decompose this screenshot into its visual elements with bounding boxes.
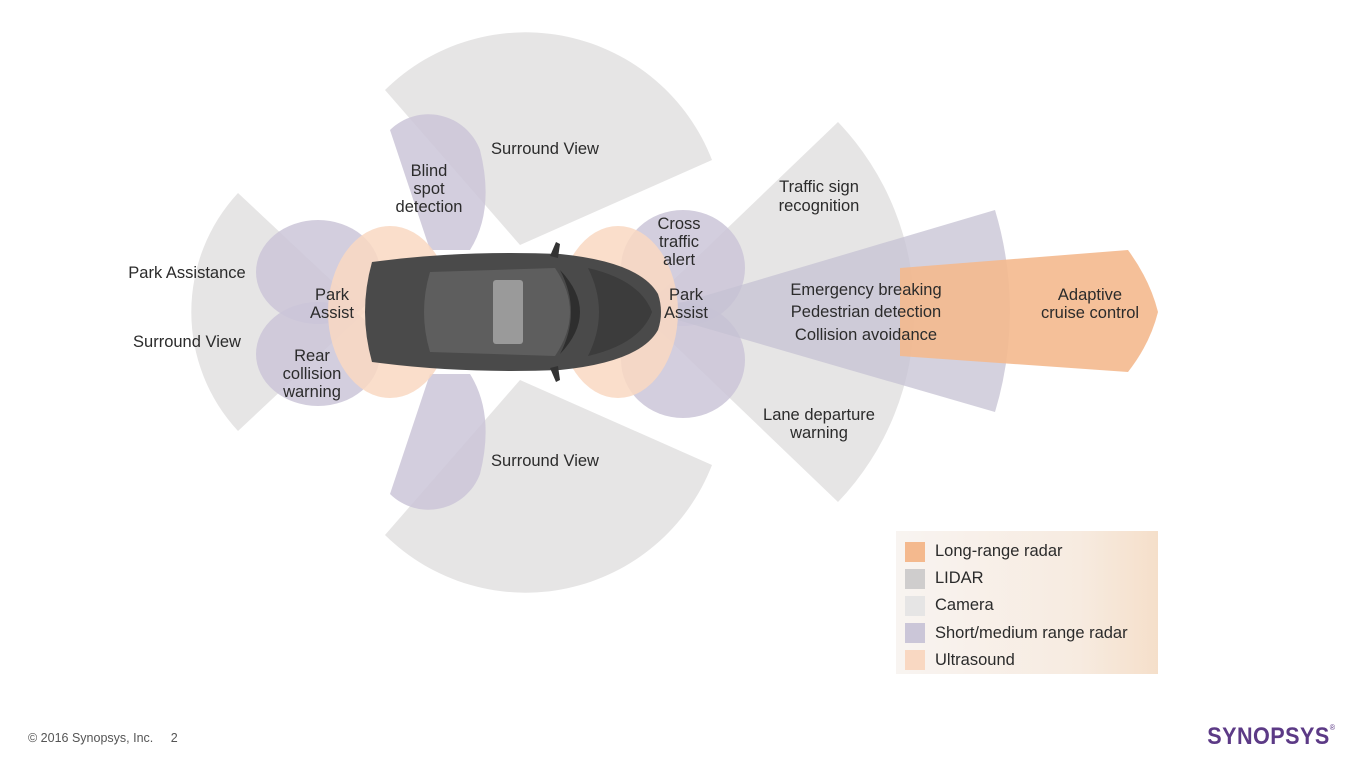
car-top-view (365, 242, 661, 382)
legend-swatch-long-range-radar (905, 541, 925, 562)
camera-zone-surround-top (385, 32, 712, 245)
label-rear-collision-line3: warning (282, 383, 341, 401)
radar-zone-blind-spot-bottom (390, 374, 486, 510)
radar-zone-blind-spot-top (390, 114, 486, 251)
label-adaptive-cruise-line1: Adaptive (1058, 286, 1122, 304)
camera-zone-surround-bottom (385, 380, 712, 593)
label-park-assist-rear-line2: Assist (310, 304, 354, 322)
label-traffic-sign-line2: recognition (779, 197, 860, 215)
label-surround-view-bottom: Surround View (491, 452, 599, 470)
legend-item: Short/medium range radar (905, 620, 1158, 647)
label-park-assistance: Park Assistance (128, 264, 245, 282)
copyright-text: © 2016 Synopsys, Inc. (28, 731, 154, 745)
registered-mark: ® (1329, 723, 1335, 732)
legend-label: Ultrasound (935, 650, 1015, 669)
car-mirror-top (550, 242, 560, 258)
label-lane-departure-line2: warning (789, 424, 848, 442)
logo-text: SYNOPSYS (1206, 723, 1330, 750)
legend-item: Ultrasound (905, 647, 1158, 674)
legend-label: Short/medium range radar (935, 623, 1128, 642)
label-park-assist-rear-line1: Park (315, 286, 350, 304)
legend-swatch-ultrasound (905, 650, 925, 671)
legend-item: Camera (905, 592, 1158, 619)
label-blind-spot-line1: Blind (411, 162, 448, 180)
label-surround-view-top: Surround View (491, 140, 599, 158)
label-collision-avoidance: Collision avoidance (795, 326, 937, 344)
legend-label: Long-range radar (935, 542, 1063, 561)
car-sunroof (493, 280, 523, 344)
label-emergency-braking: Emergency breaking (790, 281, 941, 299)
synopsys-logo: SYNOPSYS® (1207, 723, 1335, 751)
zone-labels: Surround View Surround View Surround Vie… (128, 140, 1139, 470)
footer: © 2016 Synopsys, Inc. 2 (28, 731, 192, 745)
legend-item: Long-range radar (905, 538, 1158, 565)
label-park-assist-front-line2: Assist (664, 304, 708, 322)
legend-label: LIDAR (935, 569, 984, 588)
long-range-radar-zone (900, 250, 1158, 372)
legend-swatch-short-medium-radar (905, 623, 925, 644)
label-rear-collision-line1: Rear (294, 347, 330, 365)
radar-zone-medium-forward (650, 210, 1010, 412)
car-mirror-bottom (550, 366, 560, 382)
label-park-assist-front-line1: Park (669, 286, 704, 304)
label-rear-collision-line2: collision (283, 365, 342, 383)
camera-zone-rear (191, 193, 365, 431)
sensor-legend: Long-range radar LIDAR Camera Short/medi… (896, 531, 1158, 674)
label-cross-traffic-line3: alert (663, 251, 696, 269)
label-blind-spot-line2: spot (413, 180, 445, 198)
label-traffic-sign-line1: Traffic sign (779, 178, 859, 196)
legend-item: LIDAR (905, 565, 1158, 592)
legend-label: Camera (935, 596, 994, 615)
label-blind-spot-line3: detection (396, 198, 463, 216)
label-adaptive-cruise-line2: cruise control (1041, 304, 1139, 322)
car-hood (588, 268, 652, 356)
label-lane-departure-line1: Lane departure (763, 406, 875, 424)
legend-swatch-lidar (905, 568, 925, 589)
label-pedestrian-detection: Pedestrian detection (791, 303, 941, 321)
legend-swatch-camera (905, 595, 925, 616)
page-number: 2 (170, 731, 178, 745)
label-cross-traffic-line1: Cross (657, 215, 700, 233)
label-surround-view-rear: Surround View (133, 333, 241, 351)
label-cross-traffic-line2: traffic (659, 233, 699, 251)
car-windshield (560, 270, 580, 354)
